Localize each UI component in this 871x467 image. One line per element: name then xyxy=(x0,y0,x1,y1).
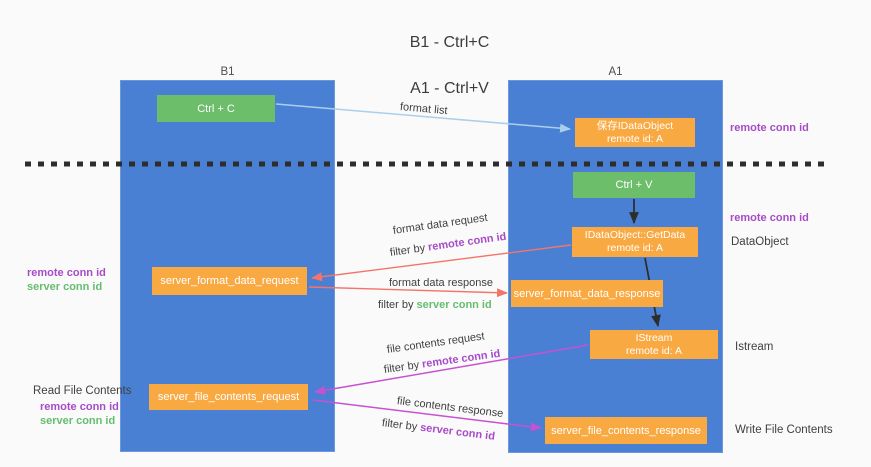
node-ctrl-v: Ctrl + V xyxy=(573,172,695,198)
format-data-response-text: format data response xyxy=(389,277,493,289)
node-server-format-data-response: server_format_data_response xyxy=(511,280,663,307)
annotation-file-server-conn-id: server conn id xyxy=(40,415,115,427)
server-conn-id-text: server conn id xyxy=(40,415,116,427)
remote-conn-id-text: remote conn id xyxy=(40,401,119,413)
remote-conn-id-text: remote conn id xyxy=(27,267,106,279)
title-line2: A1 - Ctrl+V xyxy=(410,80,489,97)
annotation-format-server-conn-id: server conn id xyxy=(27,281,102,293)
annotation-istream: Istream xyxy=(735,341,773,353)
filter-by-text: filter by xyxy=(383,358,423,376)
edge-label-file-contents-response: file contents response xyxy=(396,395,504,420)
format-list-text: format list xyxy=(399,101,449,118)
diagram-title: B1 - Ctrl+C A1 - Ctrl+V xyxy=(0,8,871,100)
remote-conn-id-text: remote conn id xyxy=(730,122,809,134)
server-conn-id-text: server conn id xyxy=(27,281,103,293)
annotation-write-file-contents: Write File Contents xyxy=(735,424,833,436)
edge-label-format-data-request: format data request xyxy=(392,212,488,237)
edge-label-format-list: format list xyxy=(399,101,448,117)
title-line1: B1 - Ctrl+C xyxy=(409,34,490,51)
format-data-request-text: format data request xyxy=(392,211,489,237)
node-save-idataobject: 保存IDataObject remote id: A xyxy=(575,118,695,147)
remote-conn-id-keyword: remote conn id xyxy=(427,230,508,254)
filter-by-text: filter by xyxy=(381,417,421,434)
istream-text: Istream xyxy=(735,341,774,353)
node-server-format-data-request-label: server_format_data_request xyxy=(160,275,299,287)
filter-by-text: filter by xyxy=(389,241,429,259)
node-idataobject-getdata-line1: IDataObject::GetData xyxy=(584,229,686,241)
node-idataobject-getdata-line2: remote id: A xyxy=(606,242,664,254)
remote-conn-id-text: remote conn id xyxy=(730,212,809,224)
filter-by-text: filter by xyxy=(378,299,417,311)
node-idataobject-getdata: IDataObject::GetData remote id: A xyxy=(572,227,698,257)
edge-label-format-data-response-filter: filter by server conn id xyxy=(378,299,492,311)
annotation-remote-conn-id-mid: remote conn id xyxy=(730,212,809,224)
annotation-remote-conn-id-top: remote conn id xyxy=(730,122,809,134)
server-conn-id-keyword: server conn id xyxy=(419,421,496,443)
annotation-file-remote-conn-id: remote conn id xyxy=(40,401,119,413)
node-save-idataobject-line2: remote id: A xyxy=(606,132,664,145)
node-ctrl-c: Ctrl + C xyxy=(157,95,275,122)
lane-a1-name: A1 xyxy=(608,66,623,78)
remote-conn-id-keyword: remote conn id xyxy=(421,347,502,371)
node-istream-line2: remote id: A xyxy=(625,344,683,357)
annotation-format-remote-conn-id: remote conn id xyxy=(27,267,106,279)
node-server-format-data-request: server_format_data_request xyxy=(152,267,307,295)
node-save-idataobject-line1: 保存IDataObject xyxy=(596,119,674,132)
node-server-file-contents-request-label: server_file_contents_request xyxy=(157,391,300,403)
annotation-dataobject: DataObject xyxy=(731,236,789,248)
write-file-contents-text: Write File Contents xyxy=(735,424,833,436)
lane-b1-name: B1 xyxy=(220,66,235,78)
server-conn-id-keyword: server conn id xyxy=(416,299,492,311)
edge-label-format-data-response: format data response xyxy=(389,277,493,289)
file-contents-response-text: file contents response xyxy=(396,395,504,420)
edge-label-file-contents-response-filter: filter by server conn id xyxy=(381,417,495,443)
node-ctrl-c-label: Ctrl + C xyxy=(197,102,235,115)
node-server-file-contents-request: server_file_contents_request xyxy=(149,384,308,410)
node-ctrl-v-label: Ctrl + V xyxy=(615,179,653,191)
node-server-file-contents-response-label: server_file_contents_response xyxy=(551,424,701,437)
node-istream-line1: IStream xyxy=(635,331,673,344)
node-server-file-contents-response: server_file_contents_response xyxy=(545,417,707,444)
node-server-format-data-response-label: server_format_data_response xyxy=(513,287,661,300)
node-istream: IStream remote id: A xyxy=(590,330,718,359)
dataobject-text: DataObject xyxy=(731,236,789,248)
annotation-read-file-contents: Read File Contents xyxy=(33,385,131,397)
read-file-contents-text: Read File Contents xyxy=(33,385,132,397)
